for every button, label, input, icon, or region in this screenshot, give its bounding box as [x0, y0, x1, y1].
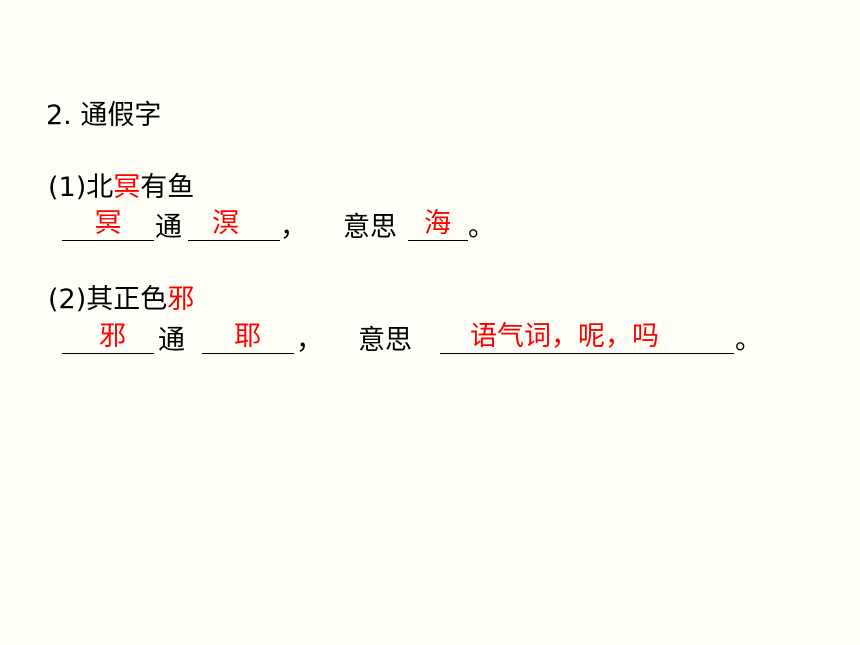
- item1-blank-meaning: 海: [408, 208, 468, 241]
- item2-answer-variant: 耶: [234, 321, 261, 352]
- item1-answer-meaning: 海: [424, 208, 451, 239]
- item1-blank-original: 冥: [62, 208, 154, 241]
- item2-connector: 通: [158, 325, 185, 356]
- item2-comma: ，: [296, 325, 323, 356]
- item2-answer-original: 邪: [99, 321, 126, 352]
- item1-answer-variant: 溟: [212, 208, 239, 239]
- item1-comma: ，: [280, 212, 307, 243]
- item2-highlight-char: 邪: [167, 284, 195, 315]
- item2-blank-variant: 耶: [202, 321, 294, 354]
- item1-suffix: 有鱼: [140, 172, 195, 203]
- item1-prefix: (1)北: [48, 172, 114, 203]
- item2-blank-original: 邪: [62, 321, 154, 354]
- section-heading: 2. 通假字: [46, 100, 162, 131]
- item1-meaning-label: 意思: [343, 212, 397, 243]
- item2-answer-meaning: 语气词，呢，吗: [470, 321, 659, 352]
- item2-blank-meaning: 语气词，呢，吗: [440, 321, 734, 354]
- item1-sentence: (1)北冥有鱼: [48, 172, 194, 204]
- item1-answer-original: 冥: [94, 208, 122, 239]
- item1-connector: 通: [155, 212, 182, 243]
- item1-highlight-char: 冥: [113, 172, 141, 203]
- item2-prefix: (2)其正色: [48, 284, 168, 315]
- item1-period: 。: [468, 212, 495, 243]
- item2-sentence: (2)其正色邪: [48, 284, 194, 316]
- item2-period: 。: [735, 325, 762, 356]
- item2-meaning-label: 意思: [358, 325, 412, 356]
- item1-blank-variant: 溟: [188, 208, 280, 241]
